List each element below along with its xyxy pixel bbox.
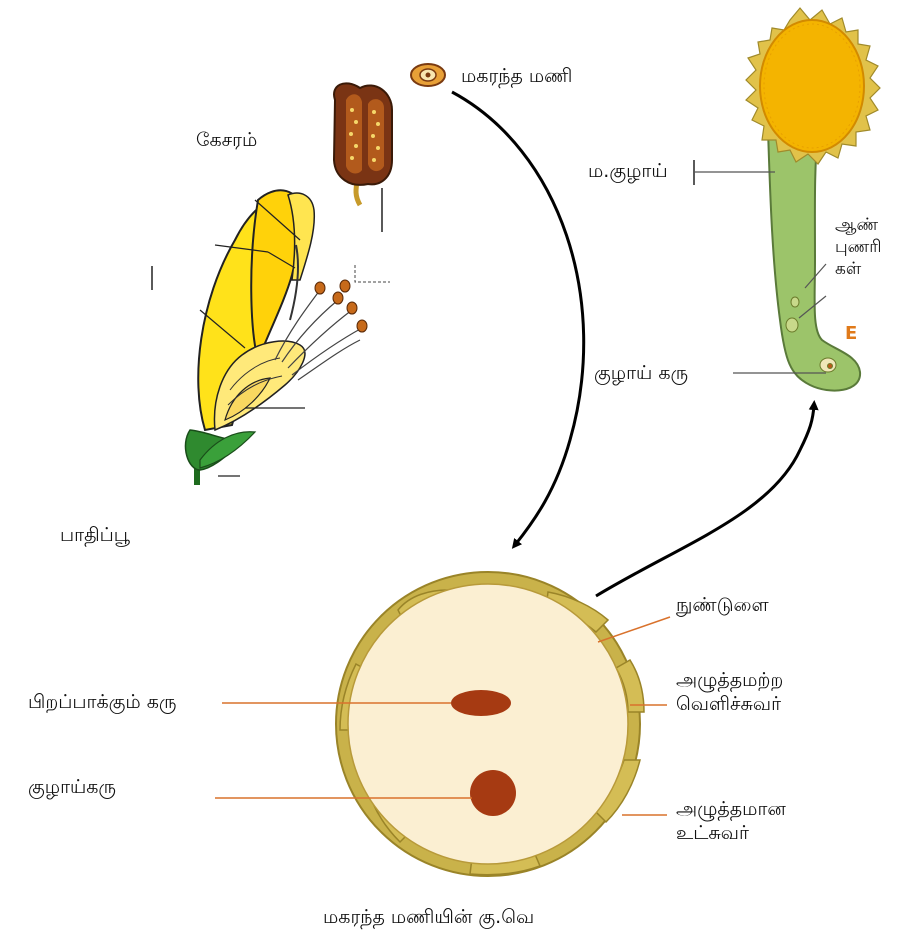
male-gametes-label-1: ஆண் <box>835 214 878 236</box>
caption: மகரந்த மணியின் கு.வெ <box>323 905 534 929</box>
germ-pore-label: நுண்டுளை <box>676 593 769 617</box>
pollen-grain-label: மகரந்த மணி <box>461 64 572 88</box>
anther-illustration <box>334 83 392 232</box>
pollen-cross-section <box>215 572 670 876</box>
male-gametes-label-3: கள் <box>835 258 861 280</box>
intine-label-1: அழுத்தமான <box>676 797 786 821</box>
male-gametes-label-2: புணரி <box>835 236 882 258</box>
half-flower-label: பாதிப்பூ <box>60 523 130 547</box>
exine-label-1: அழுத்தமற்ற <box>676 668 783 692</box>
intine-label-2: உட்சுவர் <box>676 821 749 845</box>
pollen-tube-label: ம.குழாய் <box>588 159 668 183</box>
tube-tip-letter: E <box>845 322 857 346</box>
tube-nucleus-label: குழாய்கரு <box>28 775 116 799</box>
stamen-label: கேசரம் <box>196 128 257 152</box>
generative-nucleus-label: பிறப்பாக்கும் கரு <box>28 690 176 714</box>
half-flower-illustration <box>152 190 390 485</box>
exine-label-2: வெளிச்சுவர் <box>676 692 781 716</box>
small-pollen-grain <box>411 64 445 86</box>
tube-nucleus-top-label: குழாய் கரு <box>594 361 688 385</box>
